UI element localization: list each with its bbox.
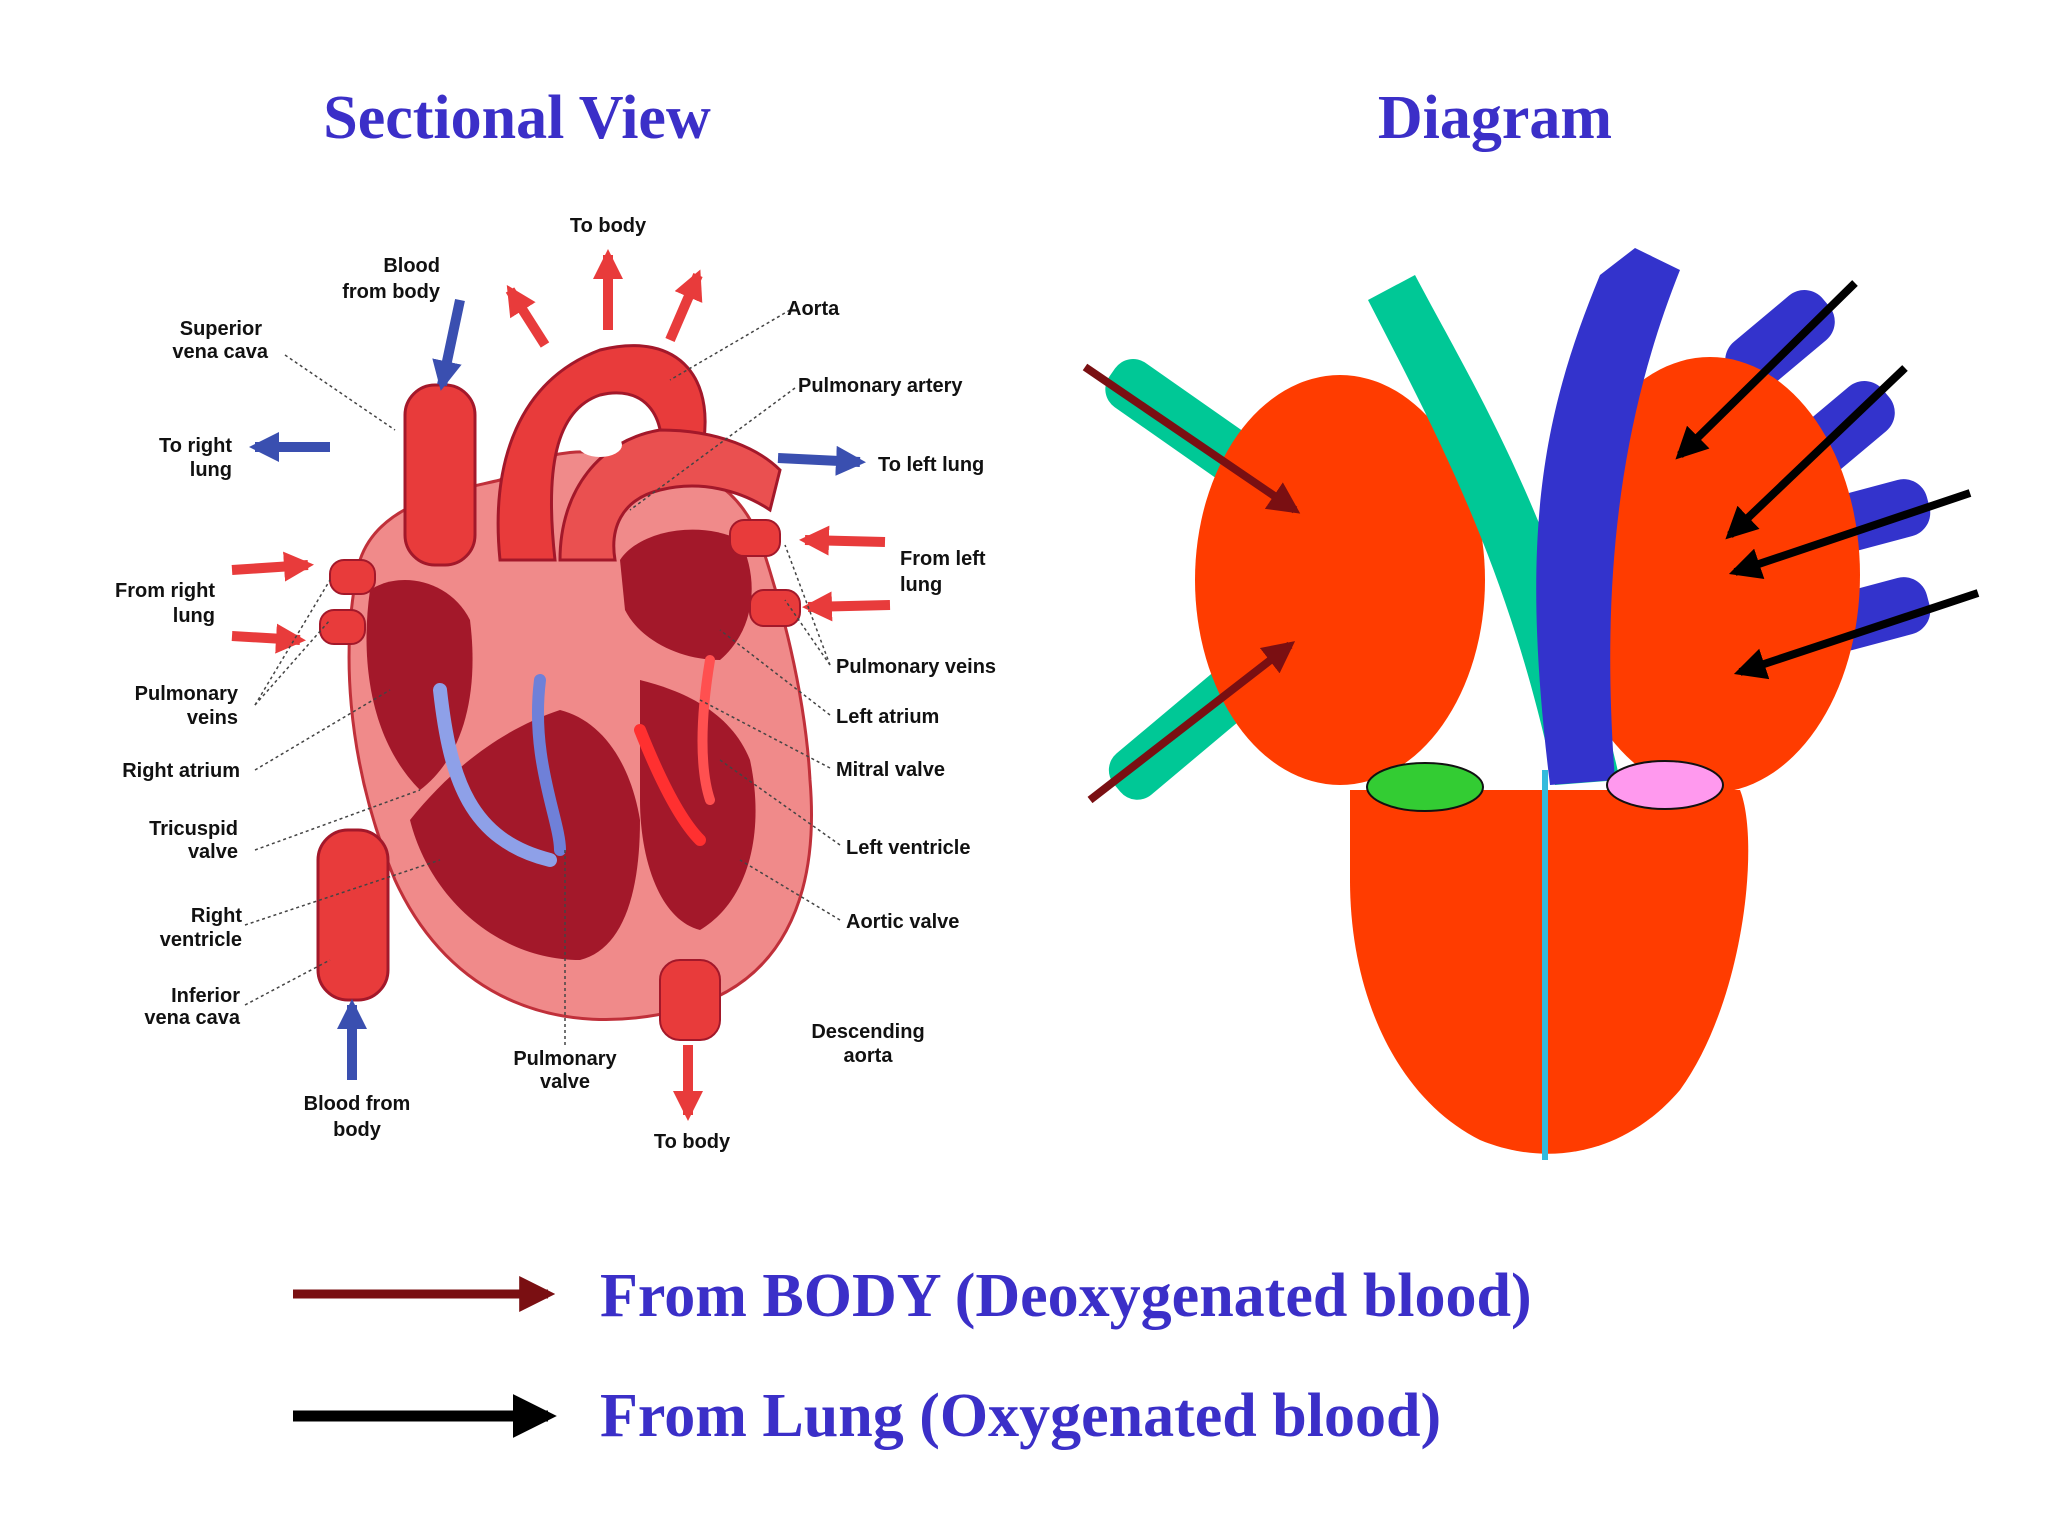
label-blood-from-body-1: Blood (383, 255, 440, 277)
leader-lines (244, 309, 841, 1045)
pulmonary-valve-hole (578, 433, 622, 457)
schematic-oxy-arrow-1 (1675, 280, 1858, 460)
label-inferior-vena-cava-1: Inferior (171, 985, 240, 1007)
label-descending-aorta-1: Descending (811, 1021, 924, 1043)
label-inferior-vena-cava-2: vena cava (144, 1007, 241, 1029)
blue-flow-streak-2 (531, 674, 566, 856)
descending-aorta (659, 959, 721, 1041)
label-right-atrium: Right atrium (122, 760, 240, 782)
label-tricuspid-valve-2: valve (188, 841, 238, 863)
label-to-left-lung: To left lung (878, 454, 984, 476)
schematic-deoxy-arrow-lower (1087, 641, 1296, 804)
schematic-oxy-arrow-4 (1733, 589, 1980, 680)
sectional-view-title: Sectional View (323, 84, 711, 152)
arrow-to-left-lung (777, 445, 866, 476)
label-blood-from-body-bottom-1: Blood from (304, 1093, 411, 1115)
label-aortic-valve: Aortic valve (846, 911, 959, 933)
label-aorta: Aorta (787, 298, 840, 320)
pulmonary-vein-left-upper (729, 519, 781, 557)
schematic-heart-diagram (1082, 248, 1980, 1160)
diagram-title: Diagram (1378, 84, 1612, 152)
pulmonary-vein-right-upper (329, 559, 376, 595)
arrow-from-left-lung-upper (799, 525, 886, 556)
label-to-body-bottom: To body (654, 1131, 731, 1153)
label-right-ventricle-1: Right (191, 905, 242, 927)
arrow-blood-from-body-top (432, 298, 465, 391)
schematic-oxy-arrow-3 (1728, 489, 1972, 580)
red-flow-streak-1 (634, 724, 706, 846)
label-pulmonary-veins-left-2: veins (187, 707, 238, 729)
arrow-from-right-lung-lower (231, 623, 306, 654)
pulmonary-artery (558, 428, 782, 562)
label-left-ventricle: Left ventricle (846, 837, 970, 859)
arrow-from-left-lung-lower (802, 591, 891, 622)
label-pulmonary-veins-left-1: Pulmonary (135, 683, 239, 705)
arrow-to-body-up-left (505, 284, 550, 348)
label-pulmonary-valve-2: valve (540, 1071, 590, 1093)
label-to-body-top: To body (570, 215, 647, 237)
left-atrium-chamber (620, 529, 752, 660)
legend: From BODY (Deoxygenated blood) From Lung… (293, 1262, 1532, 1450)
red-flow-streak-2 (697, 655, 715, 805)
label-tricuspid-valve-1: Tricuspid (149, 818, 238, 840)
pulmonary-vein-right-lower (319, 609, 366, 645)
label-to-right-lung-1: To right (159, 435, 232, 457)
schematic-aorta (1536, 248, 1680, 785)
label-left-atrium: Left atrium (836, 706, 939, 728)
label-from-right-lung-1: From right (115, 580, 215, 602)
label-blood-from-body-bottom-2: body (333, 1119, 382, 1141)
label-descending-aorta-2: aorta (844, 1045, 894, 1067)
label-superior-vena-cava-2: vena cava (172, 341, 269, 363)
schematic-ventricles (1350, 790, 1749, 1154)
schematic-left-atrium (1560, 357, 1860, 793)
label-right-ventricle-2: ventricle (160, 929, 242, 951)
arrow-to-body-up-right (665, 269, 703, 342)
label-superior-vena-cava-1: Superior (180, 318, 262, 340)
schematic-mitral-valve (1606, 760, 1724, 810)
schematic-deoxy-arrow-upper (1082, 363, 1301, 514)
label-pulmonary-artery: Pulmonary artery (798, 375, 963, 397)
legend-oxy-text: From Lung (Oxygenated blood) (600, 1382, 1441, 1450)
schematic-oxy-arrow-2 (1725, 365, 1908, 540)
sectional-heart-illustration: To body Blood from body Superior vena ca… (115, 215, 996, 1153)
label-from-right-lung-2: lung (173, 605, 215, 627)
superior-vena-cava (403, 383, 477, 567)
right-ventricle-chamber (410, 710, 640, 960)
label-pulmonary-valve-1: Pulmonary (513, 1048, 617, 1070)
pulmonary-vein-left-lower (749, 589, 801, 627)
label-mitral-valve: Mitral valve (836, 759, 945, 781)
label-pulmonary-veins-right: Pulmonary veins (836, 656, 996, 678)
inferior-vena-cava (316, 828, 390, 1002)
left-ventricle-chamber (640, 680, 756, 930)
schematic-right-atrium (1195, 375, 1485, 785)
label-from-left-lung-2: lung (900, 574, 942, 596)
blue-flow-streak-1 (433, 683, 557, 867)
arrow-from-right-lung-upper (231, 551, 314, 582)
legend-deoxy-text: From BODY (Deoxygenated blood) (600, 1262, 1532, 1330)
schematic-tricuspid-valve (1366, 762, 1484, 812)
label-from-left-lung-1: From left (900, 548, 986, 570)
label-blood-from-body-2: from body (342, 281, 441, 303)
label-to-right-lung-2: lung (190, 459, 232, 481)
